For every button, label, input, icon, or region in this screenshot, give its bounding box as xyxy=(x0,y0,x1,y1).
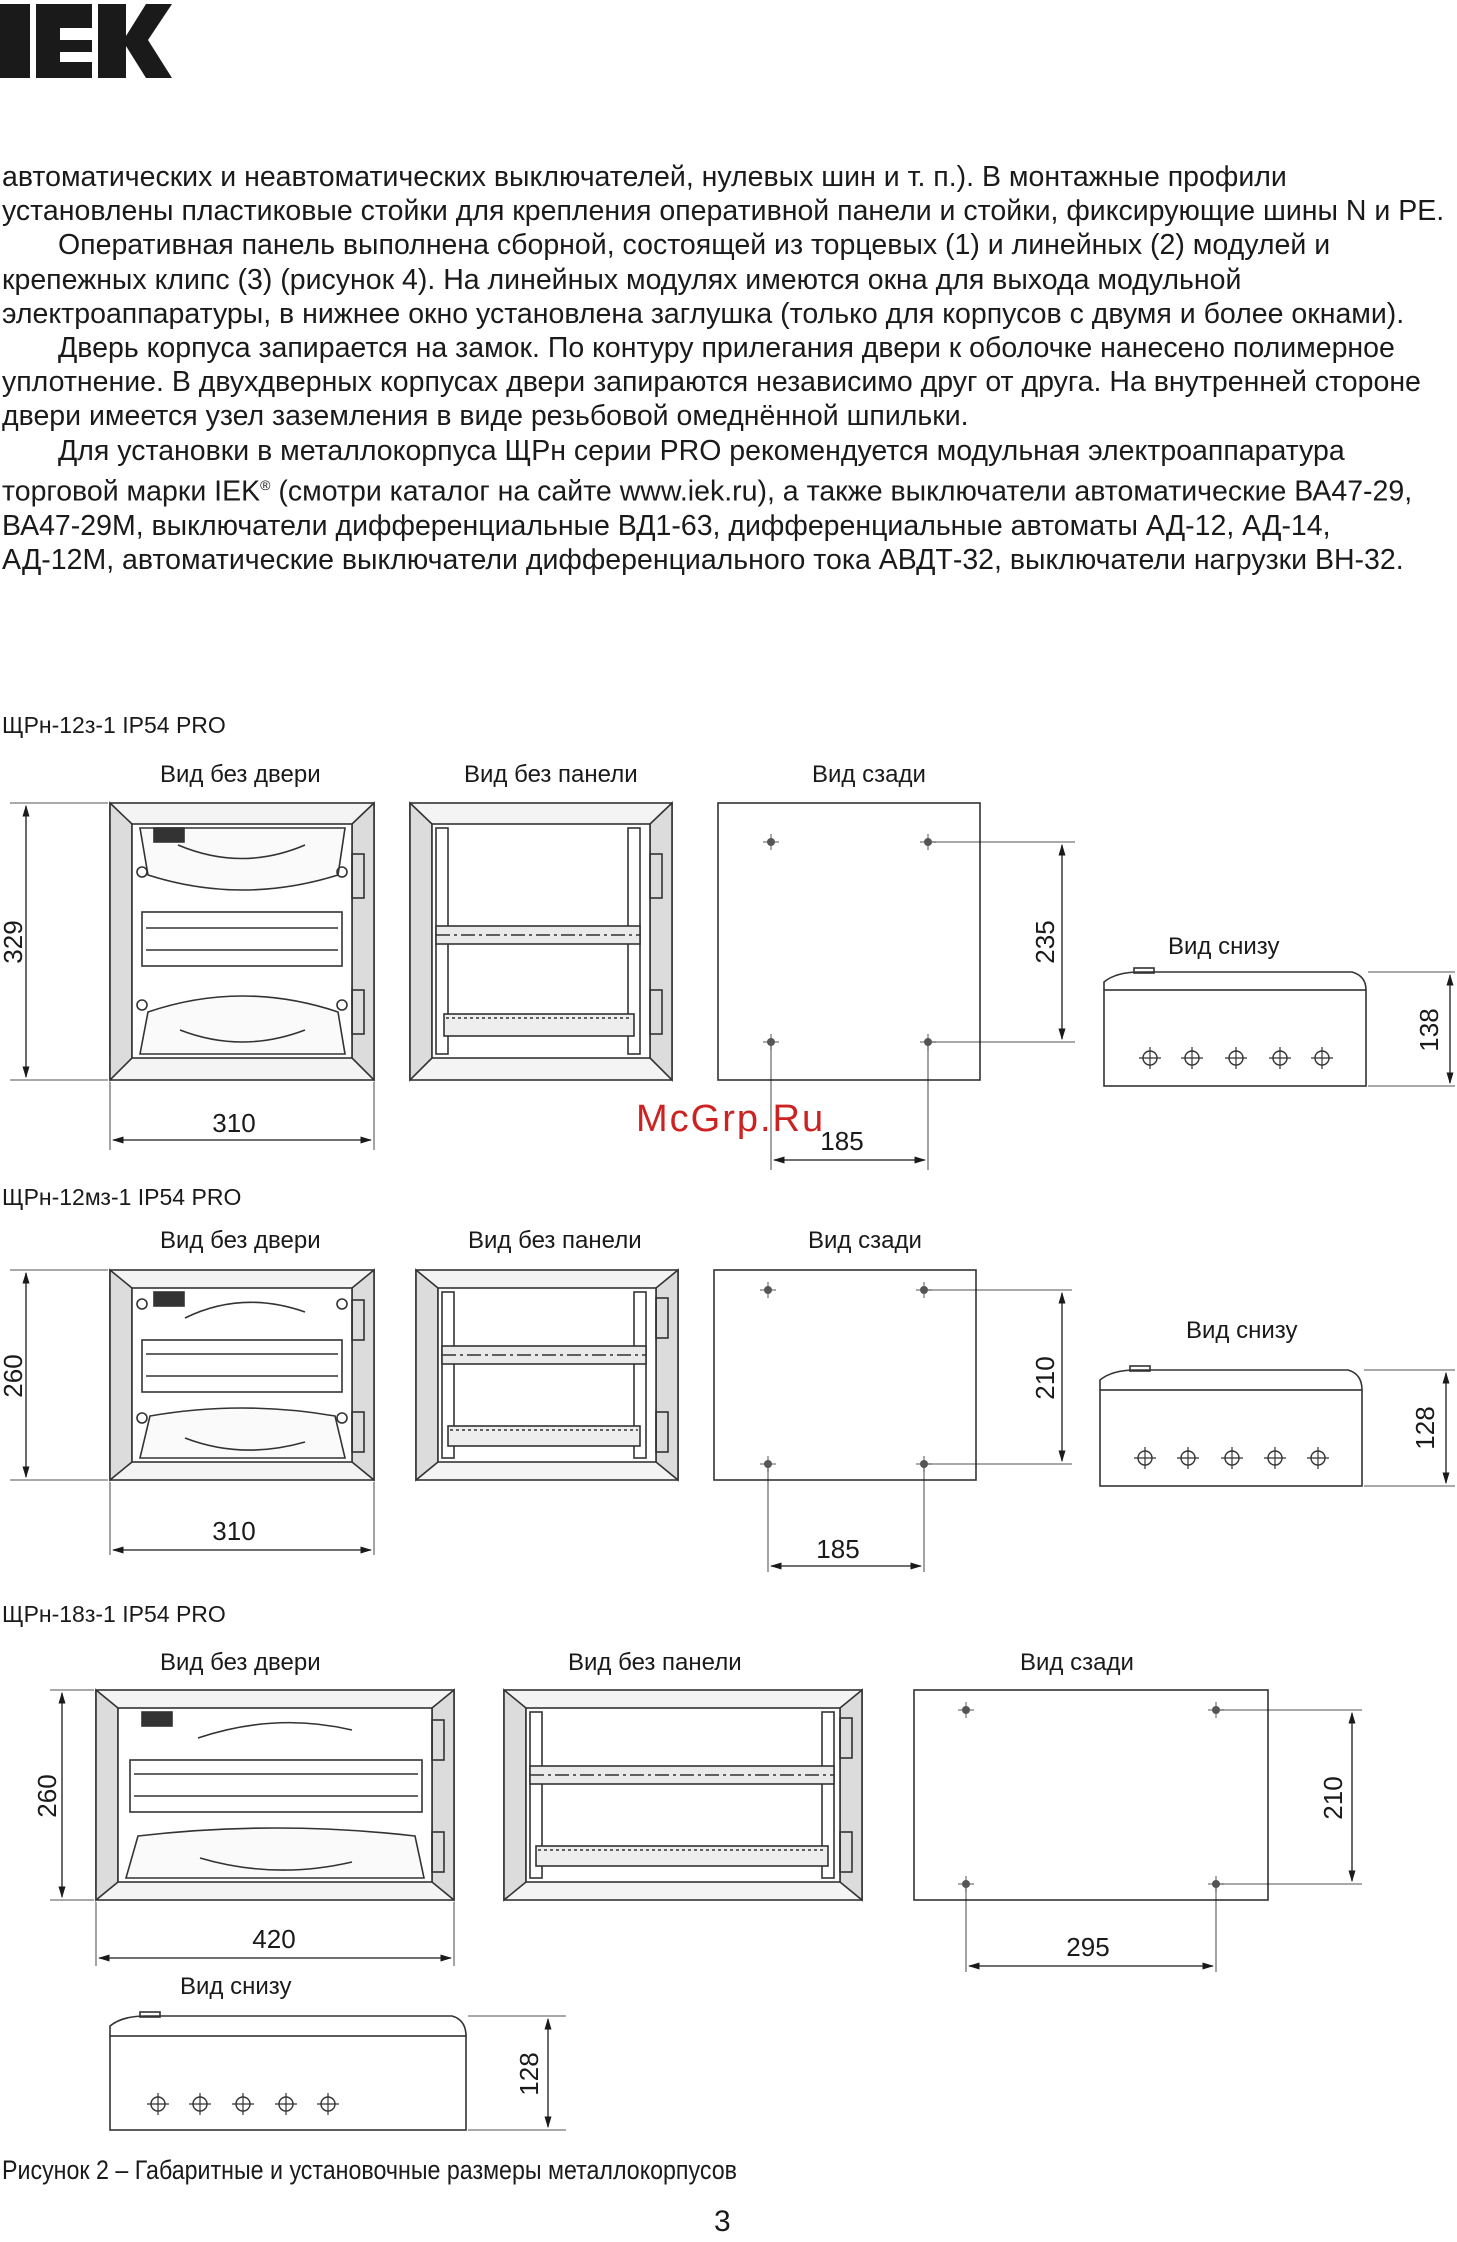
f2-dim-rear-width: 185 xyxy=(816,1534,859,1564)
f1-bottom-view xyxy=(1103,967,1367,1087)
f3-label-no-panel: Вид без панели xyxy=(568,1649,742,1676)
f3-front-view xyxy=(95,1688,455,1902)
f1-dim-depth: 138 xyxy=(1414,1008,1444,1051)
f1-label-bottom: Вид снизу xyxy=(1168,933,1279,960)
page-number: 3 xyxy=(714,2205,731,2238)
f2-label-no-door: Вид без двери xyxy=(160,1227,321,1254)
f3-bottom-view xyxy=(109,2011,467,2131)
paragraph-2: Оперативная панель выполнена сборной, со… xyxy=(2,229,1405,330)
f1-no-panel-view xyxy=(409,801,673,1082)
f1-front-view xyxy=(109,801,375,1082)
f3-dim-rear-width: 295 xyxy=(1066,1932,1109,1962)
f2-dim-depth: 128 xyxy=(1410,1406,1440,1449)
figure-dimensions: ЩРн-12з-1 IP54 PRO Вид без двери Вид без… xyxy=(0,712,1455,2131)
f3-label-rear: Вид сзади xyxy=(1020,1649,1134,1676)
f3-dim-height: 260 xyxy=(32,1774,62,1817)
f3-label-bottom: Вид снизу xyxy=(180,1973,291,2000)
f1-label-no-door: Вид без двери xyxy=(160,761,321,788)
registered-mark: ® xyxy=(260,476,271,493)
f3-dim-depth: 128 xyxy=(514,2052,544,2095)
body-text: автоматических и неавтоматических выключ… xyxy=(2,160,1450,577)
f3-no-panel-view xyxy=(503,1688,863,1902)
dimension-lines xyxy=(10,802,1455,2131)
f2-dim-rear-height: 210 xyxy=(1030,1356,1060,1399)
paragraph-3: Дверь корпуса запирается на замок. По ко… xyxy=(2,332,1421,433)
f3-label-no-door: Вид без двери xyxy=(160,1649,321,1676)
f3-dim-width: 420 xyxy=(252,1924,295,1954)
paragraph-4-part-a: Для установки в металлокорпуса ЩРн серии… xyxy=(2,434,1345,508)
f3-dim-rear-height: 210 xyxy=(1318,1776,1348,1819)
f2-label-rear: Вид сзади xyxy=(808,1227,922,1254)
f2-dim-height: 260 xyxy=(0,1354,28,1397)
f3-title: ЩРн-18з-1 IP54 PRO xyxy=(2,1601,226,1627)
iek-logo xyxy=(0,4,172,78)
f2-label-no-panel: Вид без панели xyxy=(468,1227,642,1254)
cable-entry-holes xyxy=(146,1046,1334,2116)
f2-rear-view xyxy=(713,1269,977,1481)
f1-dim-rear-width: 185 xyxy=(820,1126,863,1156)
f2-label-bottom: Вид снизу xyxy=(1186,1317,1297,1344)
f2-no-panel-view xyxy=(415,1268,679,1482)
f1-dim-rear-height: 235 xyxy=(1030,920,1060,963)
f1-title: ЩРн-12з-1 IP54 PRO xyxy=(2,712,226,738)
f1-label-rear: Вид сзади xyxy=(812,761,926,788)
watermark: McGrp.Ru xyxy=(636,1098,826,1140)
f2-dim-width: 310 xyxy=(212,1516,255,1546)
paragraph-1: автоматических и неавтоматических выключ… xyxy=(2,161,1445,228)
figure-caption: Рисунок 2 – Габаритные и установочные ра… xyxy=(2,2155,737,2185)
f2-front-view xyxy=(109,1268,375,1482)
f1-rear-view xyxy=(717,802,981,1081)
f3-rear-view xyxy=(913,1689,1269,1901)
paragraph-4: Для установки в металлокорпуса ЩРн серии… xyxy=(2,434,1450,577)
f1-dim-height: 329 xyxy=(0,920,28,963)
f2-bottom-view xyxy=(1099,1365,1363,1487)
f1-label-no-panel: Вид без панели xyxy=(464,761,638,788)
f1-dim-width: 310 xyxy=(212,1108,255,1138)
paragraph-4-part-b: (смотри каталог на сайте www.iek.ru), а … xyxy=(2,475,1413,576)
f2-title: ЩРн-12мз-1 IP54 PRO xyxy=(2,1184,241,1210)
